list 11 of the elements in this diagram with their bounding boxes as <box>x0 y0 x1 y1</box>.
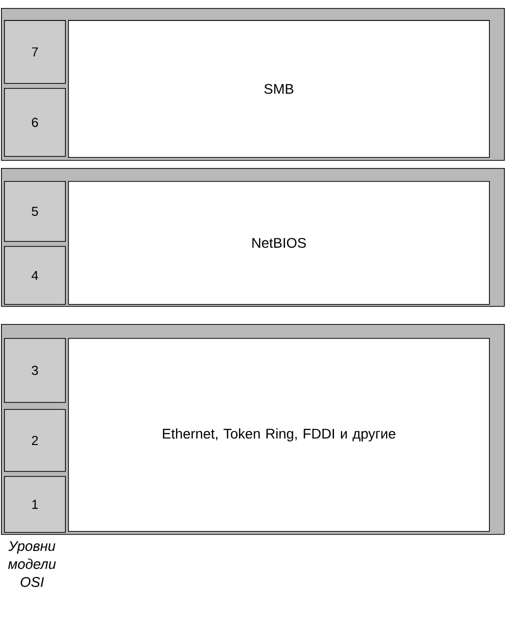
layer-number-box: 6 <box>4 88 66 157</box>
layer-number-box: 1 <box>4 476 66 533</box>
layer-number-box: 3 <box>4 338 66 403</box>
axis-caption: Уровни модели OSI <box>8 541 56 587</box>
protocol-box: NetBIOS <box>68 181 490 305</box>
protocol-box: Ethernet, Token Ring, FDDI и другие <box>68 338 490 532</box>
layer-number-box: 2 <box>4 409 66 472</box>
layer-number-box: 7 <box>4 20 66 84</box>
layer-number-box: 4 <box>4 246 66 305</box>
layer-number-box: 5 <box>4 181 66 242</box>
protocol-box: SMB <box>68 20 490 158</box>
